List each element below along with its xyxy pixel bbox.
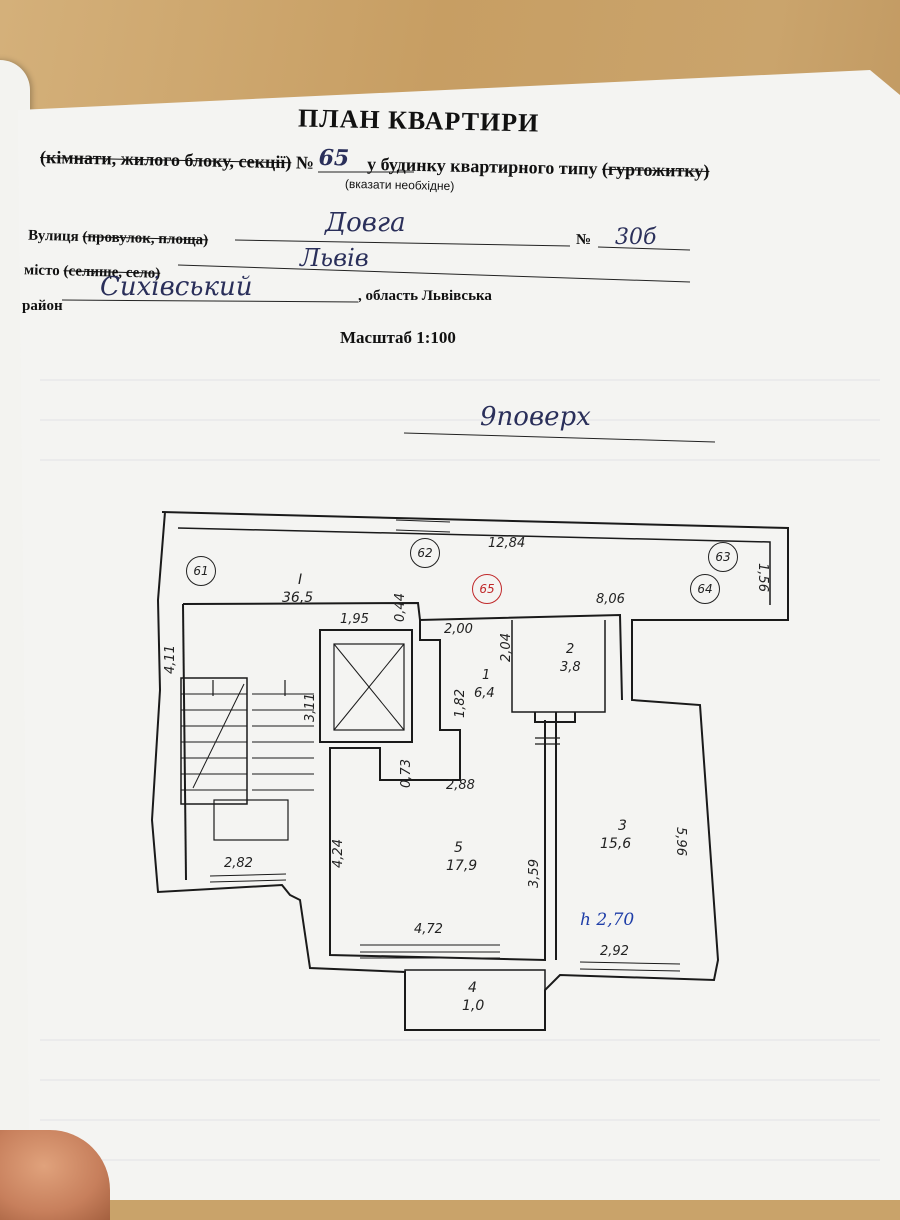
dimension-label: 2,88 <box>446 778 475 793</box>
room-number: 1 <box>482 668 491 683</box>
dimension-label: 2,04 <box>498 633 514 662</box>
room-area: 17,9 <box>446 858 478 874</box>
struck-dormitory: (гуртожитку) <box>601 158 710 182</box>
dimension-label: 12,84 <box>488 536 526 551</box>
district-label: район <box>22 298 63 314</box>
room-number: 2 <box>566 642 575 657</box>
street-value: Довга <box>325 208 406 238</box>
dimension-label: 3,11 <box>302 693 318 722</box>
note-text: (вказати необхідне) <box>344 176 455 194</box>
axis-marker: 63 <box>708 542 738 572</box>
number-sign: № <box>295 152 315 173</box>
room-number: 5 <box>454 840 463 856</box>
ceiling-height-note: h 2,70 <box>580 910 635 930</box>
dimension-label: 1,82 <box>452 689 468 718</box>
house-value: 30б <box>615 225 657 250</box>
room-area: 1,0 <box>462 998 485 1014</box>
street-label: Вулиця <box>27 227 79 245</box>
room-number: 4 <box>468 980 477 996</box>
struck-room-type: (кімнати, жилого блоку, секції) <box>39 146 292 173</box>
room-number: I <box>298 572 303 588</box>
room-area: 3,8 <box>560 660 581 675</box>
dimension-label: 4,24 <box>330 839 346 868</box>
dimension-label: 0,73 <box>398 759 414 788</box>
axis-marker: 61 <box>186 556 216 586</box>
room-area: 36,5 <box>282 590 314 606</box>
axis-marker: 62 <box>410 538 440 568</box>
page-title: ПЛАН КВАРТИРИ <box>297 103 540 138</box>
floor-note: 9поверх <box>480 402 591 432</box>
room-number: 3 <box>618 818 627 834</box>
form-underlines <box>61 171 716 443</box>
dimension-label: 4,11 <box>162 645 178 674</box>
dimension-label: 5,96 <box>672 827 688 856</box>
dimension-label: 4,72 <box>414 922 443 937</box>
paper <box>18 70 900 1200</box>
room-area: 15,6 <box>600 836 632 852</box>
dimension-label: 2,92 <box>600 944 629 959</box>
dimension-label: 1,95 <box>340 612 369 627</box>
scale-text: Масштаб 1:100 <box>340 328 456 347</box>
city-label: місто <box>23 262 60 280</box>
building-type: у будинку квартирного типу <box>366 153 598 179</box>
room-area: 6,4 <box>474 686 495 701</box>
district-value: Сихівський <box>100 272 253 302</box>
paper-lines <box>40 379 880 1161</box>
dimension-label: 2,00 <box>444 622 473 637</box>
apartment-number: 65 <box>318 144 350 172</box>
apartment-marker: 65 <box>472 574 502 604</box>
city-value: Львів <box>300 244 369 272</box>
street-struck: (провулок, площа) <box>82 229 209 249</box>
region-text: , область Львівська <box>358 288 492 304</box>
dimension-label: 8,06 <box>596 592 625 607</box>
axis-marker: 64 <box>690 574 720 604</box>
dimension-label: 0,44 <box>392 593 408 622</box>
dimension-label: 1,56 <box>754 563 770 592</box>
house-label: № <box>576 232 592 248</box>
dimension-label: 3,59 <box>526 859 542 888</box>
floor-plan <box>150 511 789 1031</box>
dimension-label: 2,82 <box>224 856 253 871</box>
